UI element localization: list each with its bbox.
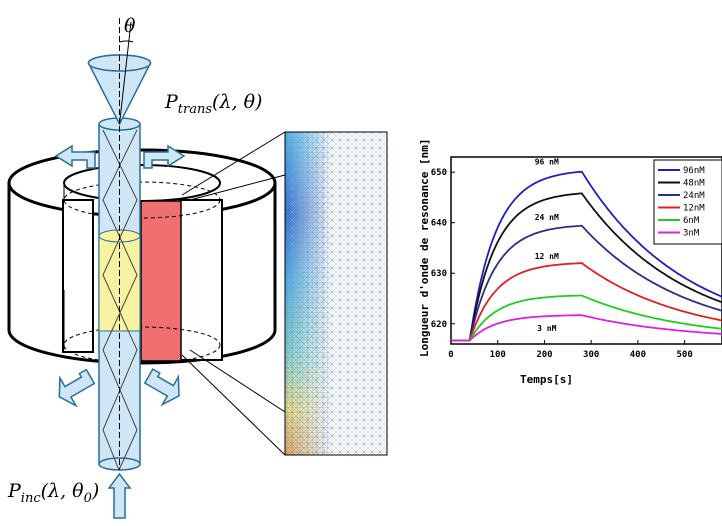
legend-box <box>653 159 722 245</box>
y-axis-label: Longueur d'onde de resonance [nm] <box>418 138 431 357</box>
x-tick-label: 200 <box>536 350 552 360</box>
series-line-3nM <box>451 314 722 342</box>
theta-arc <box>119 40 134 43</box>
legend-label: 96nM <box>683 166 705 176</box>
chart-legend: 96nM 48nM 24nM 12nM 6nM 3nM <box>653 159 722 245</box>
zoom-lines <box>181 131 286 456</box>
flow-arrow-top-right <box>143 144 186 169</box>
red-sensing-wall <box>140 200 182 362</box>
legend-label: 24nM <box>683 191 705 201</box>
legend-label: 3nM <box>683 229 700 239</box>
theta-label: θ <box>124 15 136 37</box>
flow-arrow-bottom-right <box>143 368 180 407</box>
curve-annotation: 3 nM <box>537 324 556 333</box>
flow-arrow-top-left <box>54 144 96 169</box>
curve-annotation: 96 nM <box>535 158 559 167</box>
y-tick-label: 620 <box>431 320 447 330</box>
series-line-6nM <box>451 294 722 342</box>
x-axis-label: Temps[s] <box>520 373 573 386</box>
y-tick-label: 640 <box>431 219 447 229</box>
series-line-48nM <box>451 192 722 342</box>
legend-label: 48nM <box>683 179 705 189</box>
flow-arrow-bottom-left <box>58 368 96 408</box>
chart-annotations: 96 nM 24 nM 12 nM 3 nM <box>535 158 559 333</box>
curve-annotation: 24 nM <box>535 213 559 222</box>
chart-axes: 010020030040050060620630640650 <box>431 168 693 360</box>
x-tick-label: 300 <box>583 350 599 360</box>
ring-resonator <box>7 148 277 365</box>
output-cone <box>87 21 152 126</box>
p-trans-label: Ptrans(λ, θ) <box>164 91 262 117</box>
legend-label: 12nM <box>683 204 705 214</box>
series-line-24nM <box>451 224 722 342</box>
legend-label: 6nM <box>683 216 700 226</box>
x-tick-label: 100 <box>490 350 506 360</box>
y-tick-label: 630 <box>431 269 447 279</box>
mesh-panel <box>284 131 388 456</box>
p-inc-label: Pinc(λ, θ0) <box>7 480 99 506</box>
optical-fiber <box>98 18 141 471</box>
y-tick-label: 650 <box>431 168 447 178</box>
resonator-diagram <box>7 18 286 519</box>
series-line-12nM <box>451 262 722 342</box>
x-tick-label: 500 <box>676 350 692 360</box>
x-tick-label: 400 <box>630 350 646 360</box>
chart-series-group <box>451 170 722 342</box>
flow-arrows <box>54 144 186 519</box>
curve-annotation: 12 nM <box>535 252 559 261</box>
series-line-96nM <box>451 170 722 342</box>
input-arrow <box>107 472 132 519</box>
x-tick-label: 0 <box>448 350 453 360</box>
